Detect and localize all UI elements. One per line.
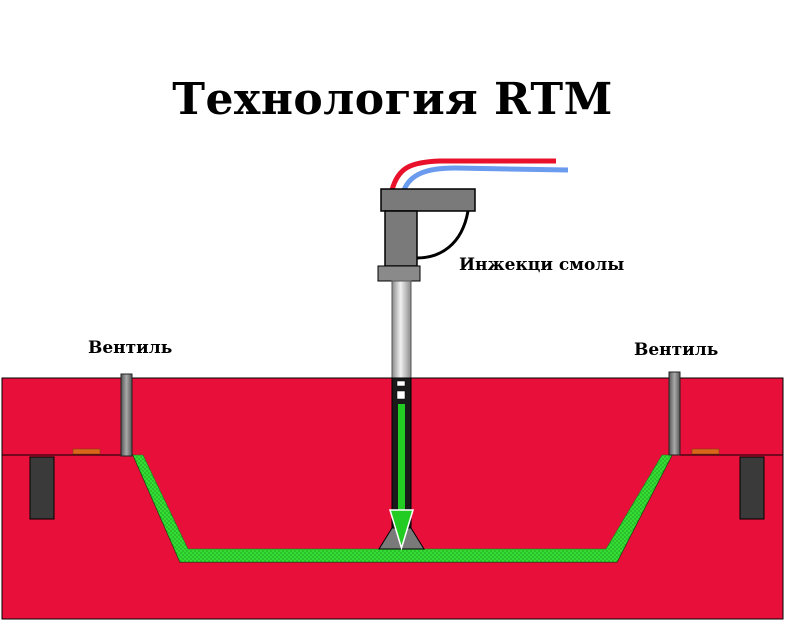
clamp-left <box>29 456 55 520</box>
injection-pipe <box>391 280 412 379</box>
injector-nozzle-cap <box>377 265 421 282</box>
channel-marker-top <box>396 380 406 387</box>
channel-marker-mid <box>396 390 406 400</box>
valve-left <box>120 373 133 457</box>
label-valve-left: Вентиль <box>88 338 173 358</box>
seal-left <box>72 448 101 455</box>
resin-flow-column <box>398 404 405 512</box>
clamp-right <box>739 456 765 520</box>
injector-hose <box>416 210 470 260</box>
label-valve-right: Вентиль <box>634 340 719 360</box>
injector-body <box>384 210 418 267</box>
valve-right <box>668 371 681 456</box>
injector-head <box>380 188 476 212</box>
resin-layer <box>132 454 673 563</box>
seal-right <box>691 448 720 455</box>
feed-line-blue <box>401 165 569 192</box>
label-resin-injection: Инжекци смолы <box>459 255 625 275</box>
diagram-title: Технология RTM <box>172 74 613 125</box>
flow-arrow <box>388 509 415 551</box>
feed-line-red <box>389 158 556 191</box>
